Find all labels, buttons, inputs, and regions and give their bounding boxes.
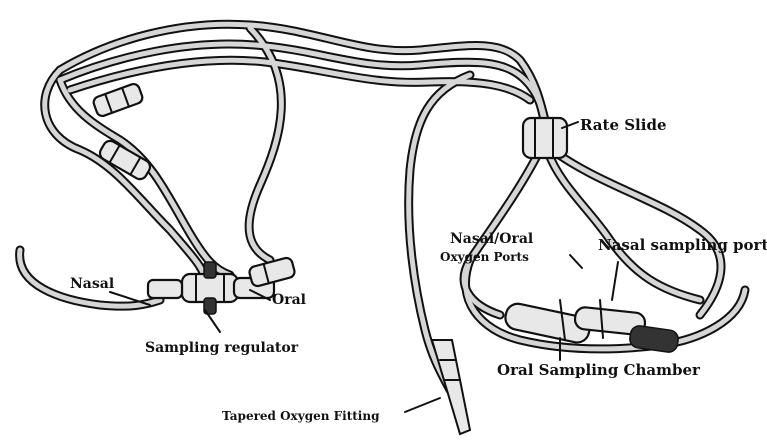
label-nasal-sampling-port: Nasal sampling port [598,236,767,254]
label-nasal-oral: Nasal/Oral [450,231,533,247]
label-nasal: Nasal [70,276,114,292]
label-oxygen-ports: Oxygen Ports [440,250,529,264]
tapered-oxygen-fitting-part [432,340,470,434]
coupler-top [92,82,144,117]
label-oral-sampling-chamber: Oral Sampling Chamber [497,361,701,379]
label-oral: Oral [272,292,306,308]
rate-slide-part [523,118,567,158]
label-rate-slide: Rate Slide [580,116,666,134]
label-sampling-regulator: Sampling regulator [145,340,299,356]
oral-connector [248,257,296,288]
label-tapered-oxygen-fitting: Tapered Oxygen Fitting [222,409,380,423]
